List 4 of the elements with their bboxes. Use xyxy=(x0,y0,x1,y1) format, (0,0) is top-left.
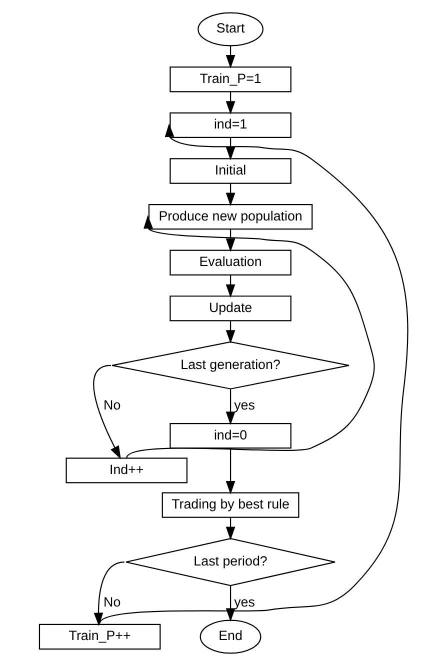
edge-label: yes xyxy=(234,398,254,413)
edge-label: No xyxy=(103,398,120,413)
edge-label: No xyxy=(103,594,120,610)
edge-label: yes xyxy=(234,594,254,610)
